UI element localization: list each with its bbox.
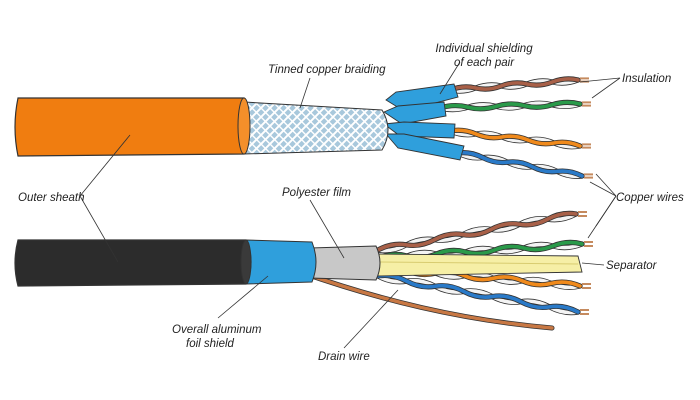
leader-lines xyxy=(79,61,621,349)
outer-sheath-orange xyxy=(14,97,250,157)
separator xyxy=(375,253,583,277)
overall-aluminum-foil xyxy=(245,239,317,285)
polyester-film xyxy=(309,245,381,281)
top-cable-wire-pairs xyxy=(437,76,593,179)
bottom-cable xyxy=(14,210,593,331)
outer-sheath-black-end xyxy=(240,239,252,285)
outer-sheath-end xyxy=(237,97,251,155)
pair-foil-4 xyxy=(385,133,465,161)
top-pair-orange-color xyxy=(448,128,582,148)
label-insulation: Insulation xyxy=(622,73,671,85)
labels: Tinned copper braiding Individual shield… xyxy=(18,43,684,363)
pair-foil-2 xyxy=(383,101,447,125)
label-copper-wires: Copper wires xyxy=(616,192,684,204)
top-pair-brown-color xyxy=(448,77,580,92)
label-overall-foil-1: Overall aluminum xyxy=(172,324,262,336)
label-overall-foil-2: foil shield xyxy=(186,338,235,350)
label-polyester-film: Polyester film xyxy=(282,187,351,199)
top-pair-green-color xyxy=(438,100,582,111)
label-tinned-copper-braiding: Tinned copper braiding xyxy=(268,64,386,76)
top-cable xyxy=(14,76,593,179)
label-outer-sheath: Outer sheath xyxy=(18,192,84,204)
bottom-pair-blue-color xyxy=(376,273,580,314)
top-pair-blue-color xyxy=(456,150,584,178)
bottom-pair-brown-color xyxy=(376,211,578,252)
drain-wire-fill xyxy=(298,270,554,330)
label-individual-shielding-2: of each pair xyxy=(454,57,515,69)
label-separator: Separator xyxy=(606,260,658,272)
separator-line xyxy=(379,261,579,265)
label-drain-wire: Drain wire xyxy=(318,351,370,363)
outer-sheath-black xyxy=(14,239,252,287)
label-individual-shielding-1: Individual shielding xyxy=(435,43,533,55)
tinned-copper-braid xyxy=(243,101,389,155)
